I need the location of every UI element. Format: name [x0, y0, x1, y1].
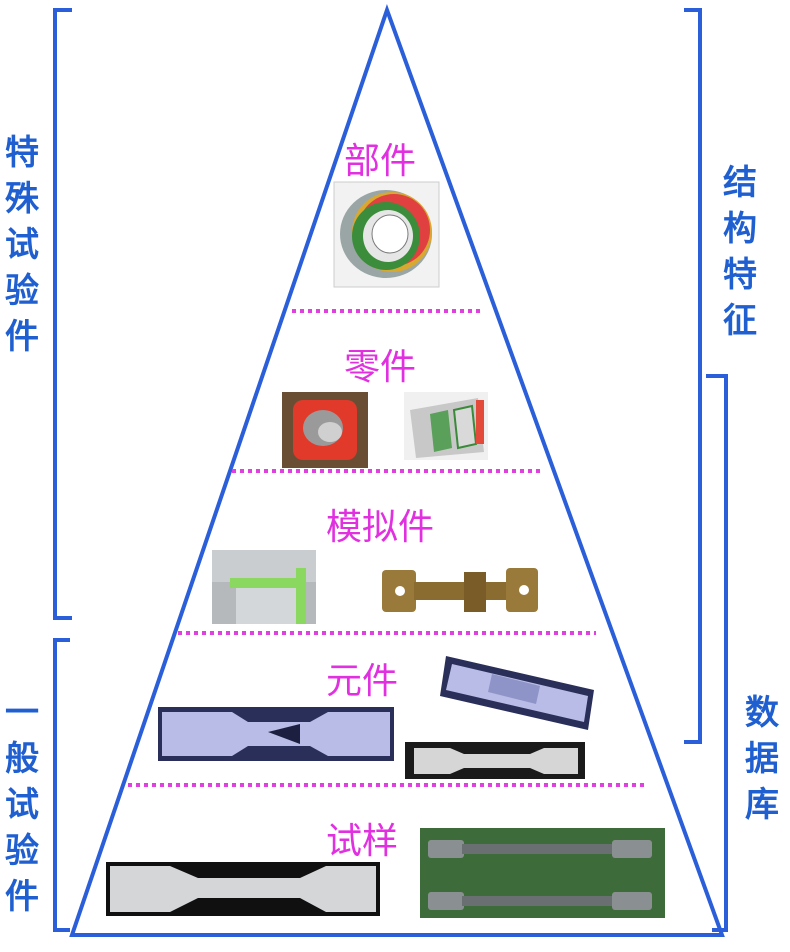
element-image-2: [158, 707, 394, 761]
tier-label-component: 部件: [343, 141, 417, 182]
tier-label-specimen: 试样: [325, 821, 399, 862]
tier-label-element: 元件: [325, 661, 399, 702]
part-image-2: [404, 392, 488, 460]
component-image: [333, 181, 440, 288]
right-bracket-database: [706, 374, 728, 932]
element-image-1: [440, 656, 594, 730]
label-database: 数 据 库: [745, 693, 779, 825]
label-structural-features: 结 构 特 征: [723, 163, 757, 341]
label-special-test-pieces: 特 殊 试 验 件: [5, 133, 39, 357]
tier-label-part: 零件: [343, 347, 417, 388]
element-image-3: [405, 742, 585, 779]
tier-label-simulated-part: 模拟件: [325, 507, 435, 548]
specimen-image-2: [420, 828, 665, 918]
simulated-part-image-1: [212, 550, 316, 624]
specimen-image-1: [106, 862, 380, 916]
left-bracket-general: [53, 638, 70, 932]
pyramid-outline: [69, 3, 725, 937]
left-bracket-special: [53, 8, 72, 620]
part-image-1: [282, 392, 368, 468]
right-bracket-structural: [684, 8, 702, 744]
label-general-test-pieces: 一 般 试 验 件: [5, 693, 39, 917]
simulated-part-image-2: [380, 568, 540, 614]
